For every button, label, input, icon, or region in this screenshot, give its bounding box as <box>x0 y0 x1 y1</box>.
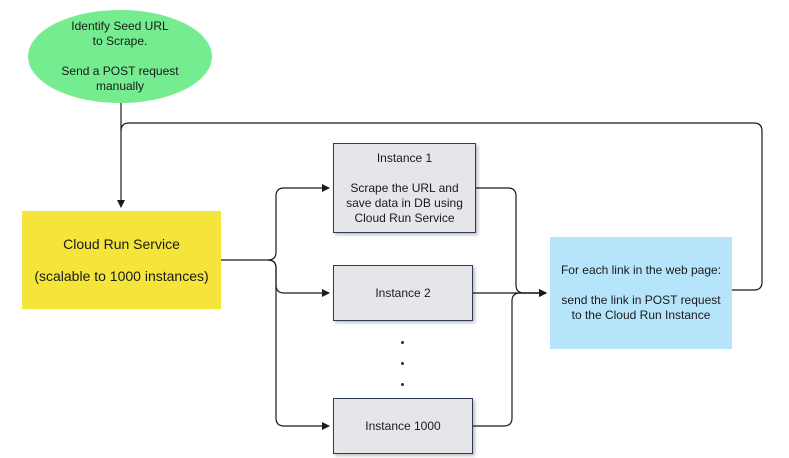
instance-1-desc-line-2: save data in DB using <box>346 195 463 210</box>
seed-url-node: Identify Seed URL to Scrape. Send a POST… <box>28 10 212 103</box>
seed-url-text-line-4: manually <box>95 79 145 93</box>
seed-url-text-line-2: to Scrape. <box>92 34 148 48</box>
ellipsis-dot-3 <box>401 383 404 386</box>
each-link-text-line-1: For each link in the web page: <box>560 263 722 277</box>
ellipsis-dot-2 <box>401 362 404 365</box>
ellipsis-dot-1 <box>401 341 404 344</box>
cloud-run-service-subtitle: (scalable to 1000 instances) <box>34 267 209 284</box>
instance-2-title: Instance 2 <box>375 285 431 300</box>
instance-1-desc-line-1: Scrape the URL and <box>350 180 459 195</box>
cloud-run-service-node: Cloud Run Service (scalable to 1000 inst… <box>22 211 221 309</box>
arrow-instance-1-to-each-link <box>476 187 547 297</box>
seed-url-text-line-3: Send a POST request <box>61 64 179 78</box>
instance-1-title: Instance 1 <box>376 150 433 165</box>
arrow-service-to-instance-2 <box>267 259 330 297</box>
each-link-text-line-3: to the Cloud Run Instance <box>571 308 711 322</box>
instance-1-node: Instance 1 Scrape the URL and save data … <box>333 143 476 233</box>
seed-url-text-line-1: Identify Seed URL <box>71 19 169 33</box>
instance-1-desc-line-3: Cloud Run Service <box>354 210 455 225</box>
arrow-instance-1000-to-each-link <box>473 289 547 427</box>
cloud-run-service-title: Cloud Run Service <box>63 235 180 252</box>
instance-2-node: Instance 2 <box>333 265 473 321</box>
instance-1000-node: Instance 1000 <box>333 398 473 454</box>
instance-1000-title: Instance 1000 <box>365 418 441 433</box>
each-link-text-line-2: send the link in POST request <box>561 293 721 307</box>
arrow-service-to-instance-1000 <box>267 259 330 430</box>
loop-back-line <box>120 122 763 291</box>
arrow-service-to-instance-1 <box>221 184 330 261</box>
each-link-node: For each link in the web page: send the … <box>550 237 732 349</box>
